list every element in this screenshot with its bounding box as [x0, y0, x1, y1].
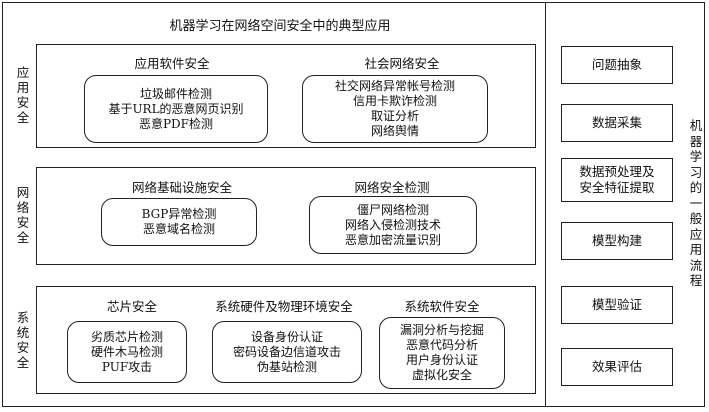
process-step-data-collection: 数据采集	[561, 104, 673, 142]
step-label: 问题抽象	[591, 57, 642, 72]
layer-label-application: 应用安全	[16, 65, 30, 125]
group-box-chip: 劣质芯片检测 硬件木马检测 PUF攻击	[67, 321, 187, 383]
outer-frame	[2, 2, 705, 407]
process-step-model-validation: 模型验证	[561, 286, 673, 324]
list-item: BGP异常检测	[141, 207, 217, 221]
list-item: 恶意域名检测	[142, 222, 215, 236]
group-title-network-detection: 网络安全检测	[354, 180, 430, 195]
step-label: 数据采集	[591, 115, 642, 130]
list-item: 伪基站检测	[256, 359, 317, 374]
layer-label-system: 系统安全	[16, 310, 30, 370]
group-box-system-software: 漏洞分析与挖掘 恶意代码分析 用户身份认证 虚拟化安全	[379, 317, 505, 389]
layer-network-security: 网络基础设施安全 BGP异常检测 恶意域名检测 网络安全检测 僵尸网络检测 网络…	[36, 167, 536, 265]
list-item: 基于URL的恶意网页识别	[108, 101, 244, 116]
list-item: 劣质芯片检测	[90, 329, 163, 344]
list-item: 垃圾邮件检测	[139, 86, 212, 101]
group-title-system-hardware: 系统硬件及物理环境安全	[215, 299, 353, 314]
list-item: 漏洞分析与挖掘	[399, 323, 484, 337]
list-item: PUF攻击	[101, 359, 153, 374]
list-item: 恶意加密流量识别	[344, 232, 441, 247]
group-box-network-detection: 僵尸网络检测 网络入侵检测技术 恶意加密流量识别	[309, 196, 477, 254]
step-label: 模型构建	[591, 233, 642, 248]
process-step-model-building: 模型构建	[561, 222, 673, 260]
layer-application-security: 应用软件安全 垃圾邮件检测 基于URL的恶意网页识别 恶意PDF检测 社会网络安…	[36, 44, 536, 148]
group-box-network-infra: BGP异常检测 恶意域名检测	[101, 198, 257, 246]
group-box-system-hardware: 设备身份认证 密码设备边信道攻击 伪基站检测	[212, 321, 362, 383]
process-step-problem-abstraction: 问题抽象	[561, 46, 673, 84]
process-label: 机器学习的一般应用流程	[689, 118, 703, 288]
list-item: 恶意PDF检测	[138, 116, 214, 131]
list-item: 恶意代码分析	[405, 338, 478, 352]
group-box-social-network: 社交网络异常帐号检测 信用卡欺诈检测 取证分析 网络舆情	[302, 75, 488, 143]
list-item: 信用卡欺诈检测	[352, 94, 437, 108]
step-label: 数据预处理及	[579, 164, 655, 179]
list-item: 密码设备边信道攻击	[232, 344, 341, 359]
list-item: 用户身份认证	[405, 353, 478, 367]
group-title-system-software: 系统软件安全	[404, 299, 480, 314]
group-title-network-infra: 网络基础设施安全	[131, 180, 232, 195]
step-label: 效果评估	[591, 359, 642, 374]
process-step-preprocessing: 数据预处理及 安全特征提取	[561, 158, 673, 202]
group-title-chip: 芯片安全	[106, 299, 157, 314]
list-item: 虚拟化安全	[411, 368, 472, 382]
group-title-app-software: 应用软件安全	[134, 56, 210, 71]
layer-system-security: 芯片安全 劣质芯片检测 硬件木马检测 PUF攻击 系统硬件及物理环境安全 设备身…	[36, 286, 536, 394]
step-label: 模型验证	[591, 297, 642, 312]
list-item: 取证分析	[370, 109, 419, 123]
column-divider	[545, 2, 546, 407]
list-item: 网络入侵检测技术	[344, 217, 441, 232]
list-item: 社交网络异常帐号检测	[334, 79, 455, 93]
list-item: 设备身份认证	[250, 329, 323, 344]
layer-label-network: 网络安全	[16, 185, 30, 245]
list-item: 硬件木马检测	[90, 344, 163, 359]
list-item: 网络舆情	[370, 124, 419, 138]
step-label: 安全特征提取	[579, 180, 655, 195]
process-step-effect-evaluation: 效果评估	[561, 348, 673, 386]
group-title-social-network: 社会网络安全	[364, 56, 440, 71]
group-box-app-software: 垃圾邮件检测 基于URL的恶意网页识别 恶意PDF检测	[84, 75, 268, 143]
list-item: 僵尸网络检测	[356, 202, 429, 217]
diagram-title: 机器学习在网络空间安全中的典型应用	[169, 19, 391, 34]
